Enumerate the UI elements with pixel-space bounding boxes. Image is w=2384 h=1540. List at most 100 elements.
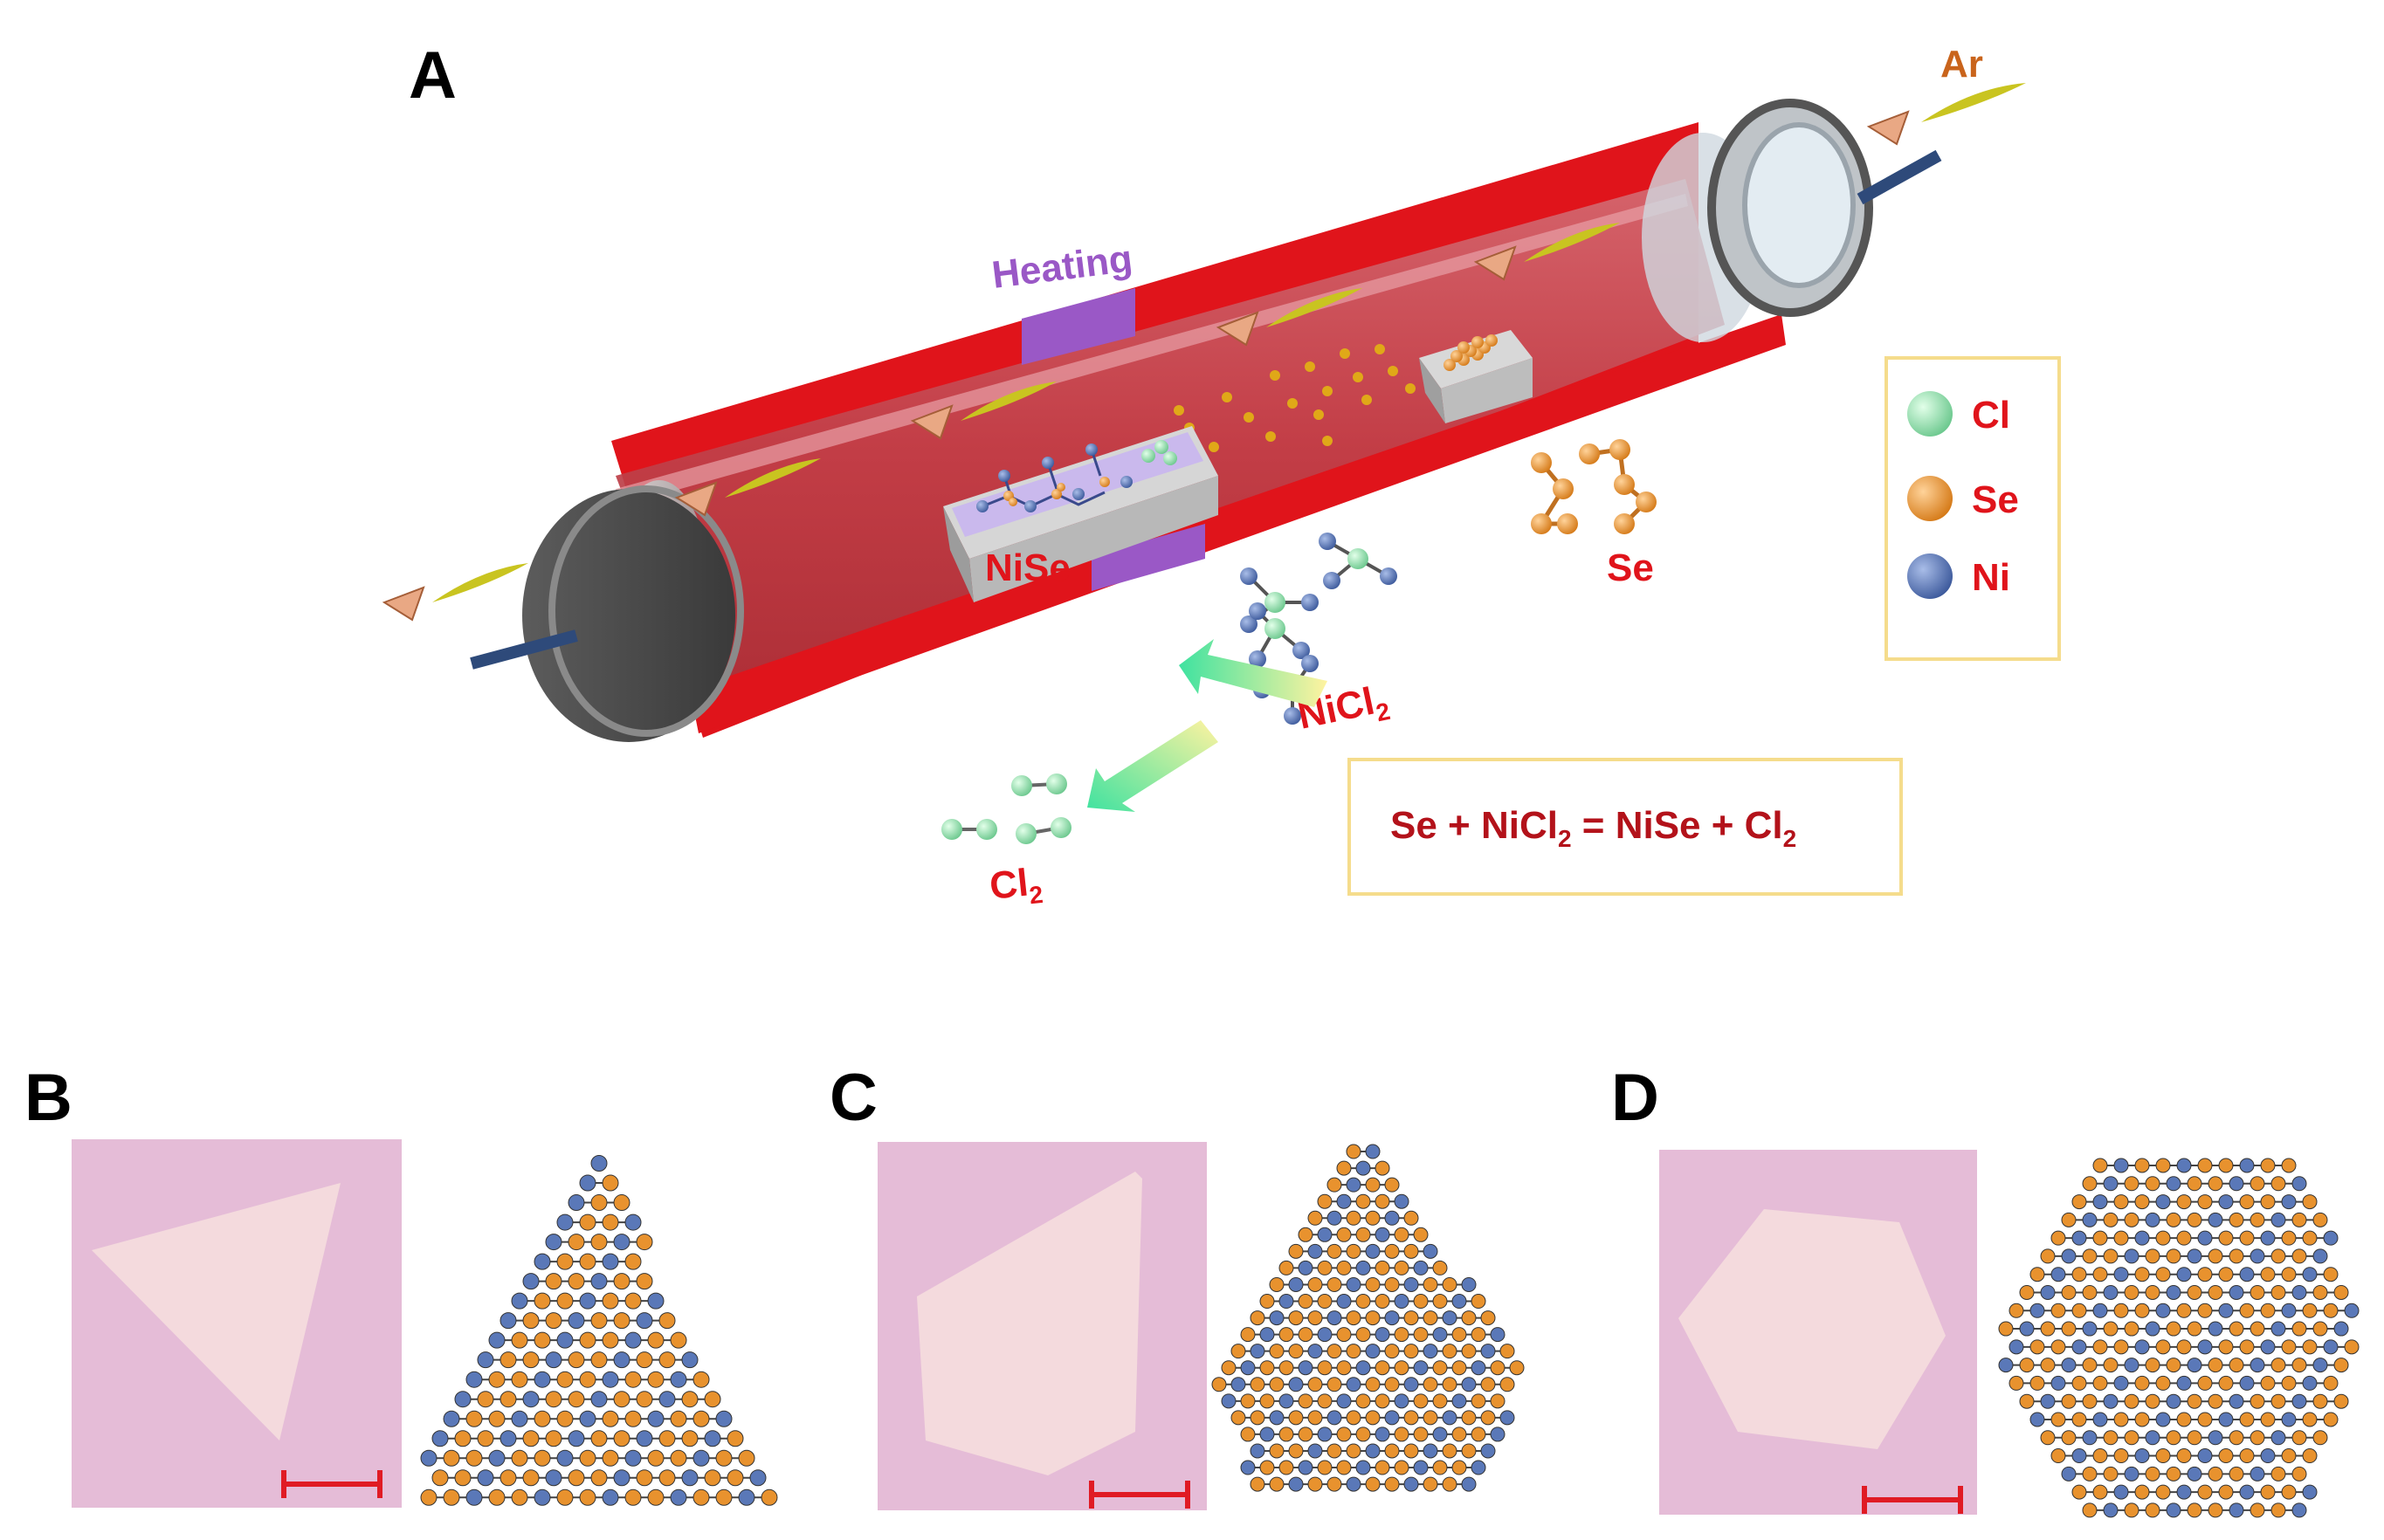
se-atom xyxy=(1365,1210,1381,1226)
ni-atom xyxy=(2218,1194,2234,1210)
se-atom xyxy=(1442,1344,1457,1359)
se-atom xyxy=(556,1253,574,1270)
scalebar-c xyxy=(1089,1481,1190,1509)
se-atom xyxy=(2061,1212,2077,1227)
ni-atom xyxy=(602,1253,619,1270)
se-atom xyxy=(2312,1284,2328,1300)
ni-atom xyxy=(2155,1303,2171,1318)
se-atom xyxy=(2260,1412,2276,1427)
ni-atom xyxy=(443,1410,460,1427)
ni-atom xyxy=(647,1410,665,1427)
se-atom xyxy=(2071,1375,2087,1391)
ni-atom xyxy=(2260,1448,2276,1464)
panel-a-letter: A xyxy=(409,38,457,113)
se-atom xyxy=(1375,1193,1390,1209)
equation-part2: = NiSe + Cl xyxy=(1572,804,1783,847)
lattice-triangle xyxy=(420,1155,778,1506)
se-atom xyxy=(602,1213,619,1231)
se-atom xyxy=(2270,1502,2286,1518)
se-atom xyxy=(2019,1358,2035,1373)
se-atom xyxy=(1461,1344,1477,1359)
ni-atom xyxy=(2187,1466,2202,1482)
nicl2-sub: 2 xyxy=(1374,698,1393,727)
ni-atom xyxy=(1461,1476,1477,1492)
optical-image-d xyxy=(1659,1150,1977,1515)
ni-atom xyxy=(1298,1360,1313,1376)
se-atom xyxy=(1375,1393,1390,1409)
ni-atom xyxy=(1336,1393,1352,1409)
se-atom xyxy=(1269,1476,1285,1492)
se-atom xyxy=(2187,1212,2202,1227)
cl2-sub: 2 xyxy=(1028,881,1044,909)
ni-atom xyxy=(613,1469,630,1487)
ni-atom xyxy=(2270,1430,2286,1446)
se-atom xyxy=(613,1194,630,1212)
ni-atom xyxy=(1336,1294,1352,1310)
se-atom xyxy=(2061,1284,2077,1300)
ni-atom xyxy=(556,1331,574,1349)
cl2-molecules xyxy=(941,773,1071,844)
se-atom xyxy=(1394,1360,1409,1376)
se-atom xyxy=(1423,1310,1438,1326)
se-atom xyxy=(454,1430,472,1447)
se-atom xyxy=(511,1449,528,1467)
se-atom xyxy=(2281,1484,2297,1500)
se-atom xyxy=(1336,1460,1352,1475)
se-atom xyxy=(1211,1377,1227,1392)
se-atom xyxy=(2187,1393,2202,1409)
se-atom xyxy=(1423,1410,1438,1426)
se-atom xyxy=(2218,1484,2234,1500)
se-atom xyxy=(500,1469,517,1487)
se-atom xyxy=(2176,1412,2192,1427)
ni-atom xyxy=(568,1312,585,1330)
se-atom xyxy=(2218,1230,2234,1246)
se-atom xyxy=(1375,1360,1390,1376)
se-atom xyxy=(1442,1476,1457,1492)
ni-atom xyxy=(2092,1303,2108,1318)
se-atom xyxy=(636,1391,653,1408)
element-legend: Cl Se Ni xyxy=(1884,356,2061,661)
ni-atom xyxy=(500,1430,517,1447)
se-atom xyxy=(602,1174,619,1192)
se-atom xyxy=(2187,1284,2202,1300)
ni-atom xyxy=(2208,1321,2223,1337)
ni-atom xyxy=(2145,1321,2160,1337)
se-atom xyxy=(2291,1212,2307,1227)
se-atom xyxy=(2176,1194,2192,1210)
se-atom xyxy=(2176,1303,2192,1318)
equation-part1: Se + NiCl xyxy=(1390,804,1558,847)
se-atom xyxy=(2082,1502,2098,1518)
ni-atom xyxy=(568,1194,585,1212)
se-atom xyxy=(624,1488,642,1506)
ni-atom xyxy=(1413,1460,1429,1475)
ni-atom xyxy=(1355,1260,1371,1275)
flake-hexagon-icon xyxy=(1678,1209,1946,1449)
se-atom xyxy=(2050,1303,2066,1318)
se-atom xyxy=(579,1331,596,1349)
se-atom xyxy=(2333,1358,2349,1373)
se-atom xyxy=(1298,1427,1313,1442)
ni-atom xyxy=(431,1430,449,1447)
se-atom xyxy=(1461,1410,1477,1426)
se-atom xyxy=(2260,1194,2276,1210)
ni-atom xyxy=(1442,1310,1457,1326)
se-atom xyxy=(534,1292,551,1310)
se-atom xyxy=(2302,1194,2318,1210)
se-atom xyxy=(2155,1158,2171,1173)
right-gas-pipe xyxy=(1857,149,1942,205)
se-atom xyxy=(2092,1375,2108,1391)
se-atom xyxy=(1326,1377,1342,1392)
se-atom xyxy=(704,1391,721,1408)
ni-atom xyxy=(1326,1210,1342,1226)
ni-atom xyxy=(465,1371,483,1388)
se-atom xyxy=(2071,1412,2087,1427)
se-atom xyxy=(2029,1267,2045,1282)
se-atom xyxy=(2239,1448,2255,1464)
se-atom xyxy=(1384,1276,1400,1292)
se-atom xyxy=(2145,1358,2160,1373)
se-atom xyxy=(2229,1466,2244,1482)
ni-atom xyxy=(2229,1176,2244,1192)
se-atom xyxy=(2239,1339,2255,1355)
ni-atom xyxy=(1298,1460,1313,1475)
se-atom xyxy=(692,1488,710,1506)
